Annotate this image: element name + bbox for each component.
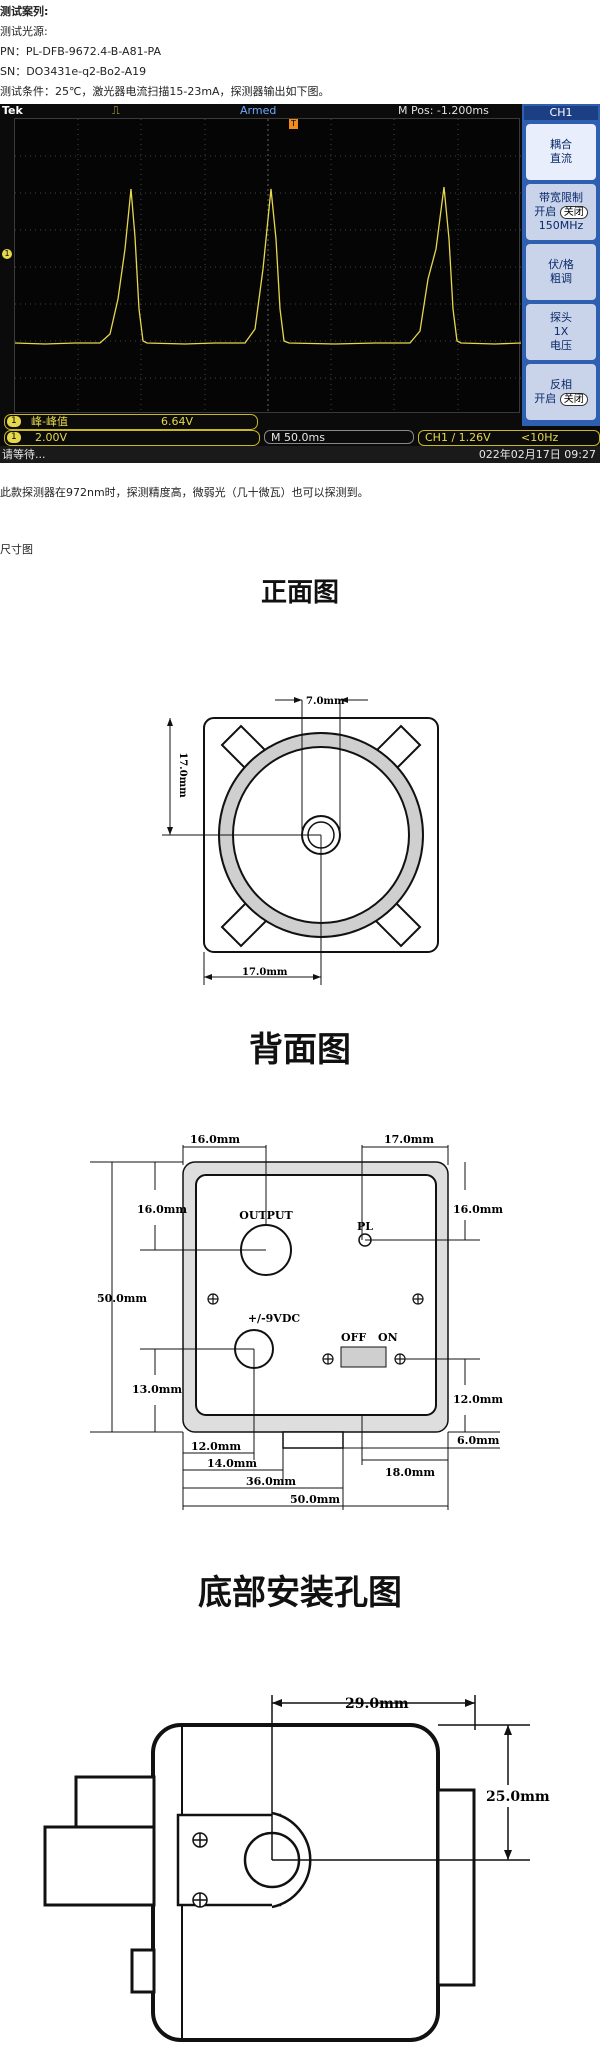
- volts-div-button[interactable]: 伏/格 粗调: [526, 244, 596, 300]
- bandwidth-off: 关闭: [559, 206, 588, 219]
- status-text: 请等待...: [2, 448, 46, 461]
- volts-div-value: 粗调: [550, 272, 572, 285]
- scope-top-bar: Tek ⎍ Armed M Pos: -1.200ms: [0, 104, 522, 118]
- volts-div-readout: 2.00V: [35, 431, 68, 444]
- dim-16-top: 16.0mm: [190, 1133, 240, 1146]
- front-view-drawing: 7.0mm 17.0mm 17.0mm: [162, 696, 439, 985]
- coupling-label: 耦合: [550, 138, 572, 151]
- time-div-readout: M 50.0ms: [264, 430, 414, 444]
- channel-menu: CH1 耦合 直流 带宽限制 开启 关闭 150MHz 伏/格 粗调 探头 1X…: [522, 104, 600, 426]
- trigger-info: CH1 ∕ 1.26V: [425, 431, 491, 444]
- dim-16-right: 16.0mm: [453, 1203, 503, 1216]
- bottom-view-title: 底部安装孔图: [198, 1573, 402, 1613]
- ch-badge: 1: [7, 432, 21, 443]
- bandwidth-limit-button[interactable]: 带宽限制 开启 关闭 150MHz: [526, 184, 596, 240]
- measure-value: 6.64V: [161, 415, 194, 428]
- detector-note: 此款探测器在972nm时，探测精度高，微弱光（几十微瓦）也可以探测到。: [0, 486, 369, 499]
- volts-div-label: 伏/格: [548, 258, 574, 271]
- front-dim-bottom: 17.0mm: [242, 967, 288, 978]
- volts-per-div-box: 1 2.00V: [4, 430, 260, 446]
- oscilloscope-screen: Tek ⎍ Armed M Pos: -1.200ms 1 T CH1 耦合 直: [0, 104, 600, 463]
- coupling-button[interactable]: 耦合 直流: [526, 124, 596, 180]
- scope-datetime: 022年02月17日 09:27: [478, 448, 596, 461]
- back-view-drawing: OUTPUT PL +/-9VDC OFF ON 16.0mm 17.0mm 1…: [90, 1133, 503, 1510]
- bandwidth-value: 150MHz: [538, 219, 584, 232]
- invert-button[interactable]: 反相 开启 关闭: [526, 364, 596, 420]
- probe-button[interactable]: 探头 1X 电压: [526, 304, 596, 360]
- scope-status-bar: 请等待... 022年02月17日 09:27: [0, 446, 600, 463]
- dim-50-vertical: 50.0mm: [97, 1292, 147, 1305]
- ch1-marker: 1: [2, 249, 12, 259]
- invert-off: 关闭: [559, 393, 588, 406]
- scope-graticule: [14, 118, 522, 414]
- bandwidth-label: 带宽限制: [539, 191, 583, 204]
- dim-12-bottom: 12.0mm: [191, 1440, 241, 1453]
- scope-trace-svg: [14, 119, 522, 414]
- scope-brand: Tek: [2, 104, 23, 117]
- measure-label: 峰-峰值: [31, 415, 68, 428]
- dim-17-top: 17.0mm: [384, 1133, 434, 1146]
- test-condition: 测试条件：25℃，激光器电流扫描15-23mA，探测器输出如下图。: [0, 85, 330, 98]
- trigger-marker: T: [289, 119, 298, 129]
- dim-18: 18.0mm: [385, 1466, 435, 1479]
- test-source: 测试光源:: [0, 25, 48, 38]
- invert-label: 反相: [550, 378, 572, 391]
- measure-channel: 1: [7, 416, 21, 427]
- dim-6: 6.0mm: [457, 1434, 500, 1447]
- trigger-type-icon: ⎍: [112, 104, 120, 117]
- front-view-title: 正面图: [260, 578, 339, 608]
- probe-attenuation: 1X: [553, 325, 569, 338]
- probe-label: 探头: [550, 311, 572, 324]
- serial-number: SN：DO3431e-q2-Bo2-A19: [0, 65, 147, 78]
- back-view-title: 背面图: [249, 1030, 351, 1070]
- test-case-heading: 测试案列:: [0, 5, 49, 18]
- part-number: PN：PL-DFB-9672.4-B-A81-PA: [0, 45, 161, 58]
- dim-50-horizontal: 50.0mm: [290, 1493, 340, 1506]
- on-label: ON: [378, 1331, 398, 1344]
- dim-13-left: 13.0mm: [132, 1383, 182, 1396]
- mpos-readout: M Pos: -1.200ms: [398, 104, 489, 117]
- channel-menu-header: CH1: [524, 106, 598, 120]
- dim-14: 14.0mm: [207, 1457, 257, 1470]
- probe-type: 电压: [550, 339, 572, 352]
- off-label: OFF: [341, 1331, 366, 1344]
- dimension-title: 尺寸图: [0, 543, 33, 556]
- measurement-readout: 1 峰-峰值 6.64V: [4, 414, 258, 430]
- front-dim-top: 7.0mm: [306, 696, 345, 707]
- front-dim-left: 17.0mm: [177, 752, 188, 798]
- dim-12-right: 12.0mm: [453, 1393, 503, 1406]
- acq-status: Armed: [240, 104, 277, 117]
- invert-on: 开启: [534, 392, 557, 405]
- dim-25: 25.0mm: [486, 1789, 550, 1805]
- pl-label: PL: [357, 1220, 373, 1233]
- trigger-readout: CH1 ∕ 1.26V <10Hz: [418, 430, 600, 446]
- coupling-value: 直流: [550, 152, 572, 165]
- dim-16-left: 16.0mm: [137, 1203, 187, 1216]
- scope-waveform: [14, 186, 522, 345]
- dim-36: 36.0mm: [246, 1475, 296, 1488]
- dim-29: 29.0mm: [345, 1696, 409, 1712]
- bottom-view-drawing: 29.0mm 25.0mm: [43, 1695, 550, 2042]
- trigger-frequency: <10Hz: [521, 431, 559, 444]
- bandwidth-on: 开启: [534, 205, 557, 218]
- vdc-label: +/-9VDC: [248, 1312, 301, 1325]
